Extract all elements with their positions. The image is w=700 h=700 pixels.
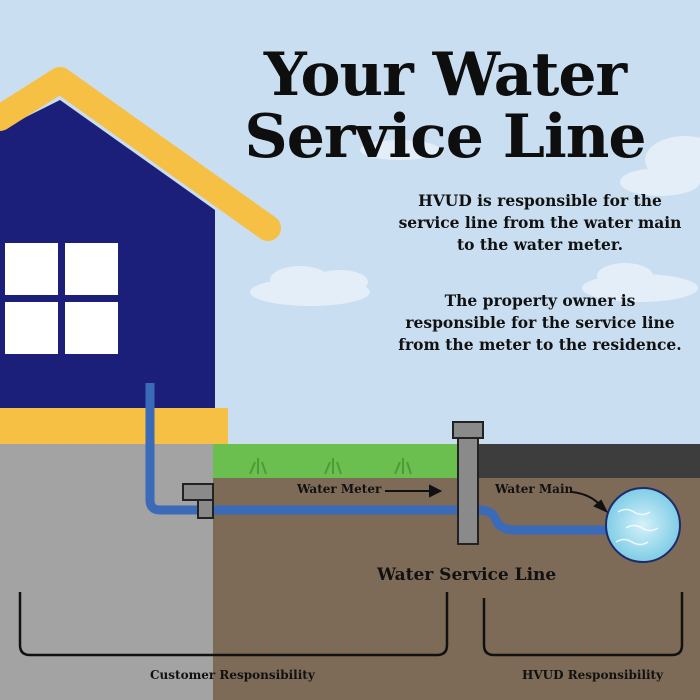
title-line-1: Your Water xyxy=(263,40,627,110)
house-roof xyxy=(0,67,281,241)
asphalt-strip xyxy=(473,444,700,478)
cloud xyxy=(250,266,370,306)
cloud xyxy=(620,136,700,196)
water-main-label: Water Main xyxy=(495,482,574,496)
hvud-responsibility-label: HVUD Responsibility xyxy=(522,668,664,682)
water-service-line-label: Water Service Line xyxy=(377,565,557,585)
hvud-responsibility-bracket xyxy=(482,592,684,657)
grass-tuft xyxy=(249,458,412,475)
house-window xyxy=(5,243,118,354)
cloud xyxy=(582,263,698,302)
owner-responsibility-text: The property owner is responsible for th… xyxy=(398,291,682,354)
water-main-arrow xyxy=(571,491,609,514)
concrete-ground xyxy=(0,444,213,700)
house-foundation xyxy=(0,408,228,444)
customer-responsibility-bracket xyxy=(18,592,449,657)
water-meter-label: Water Meter xyxy=(297,482,382,496)
water-meter-arrow xyxy=(385,484,443,498)
grass-strip xyxy=(213,444,473,478)
water-meter xyxy=(452,421,484,545)
hvud-responsibility-text: HVUD is responsible for the service line… xyxy=(398,191,682,254)
water-main xyxy=(605,487,681,563)
water-main-ripples xyxy=(615,508,659,546)
cloud xyxy=(360,140,440,160)
title-line-2: Service Line xyxy=(244,102,646,172)
shutoff-valve xyxy=(182,483,214,519)
customer-responsibility-label: Customer Responsibility xyxy=(150,668,315,682)
water-service-pipe xyxy=(145,383,610,535)
